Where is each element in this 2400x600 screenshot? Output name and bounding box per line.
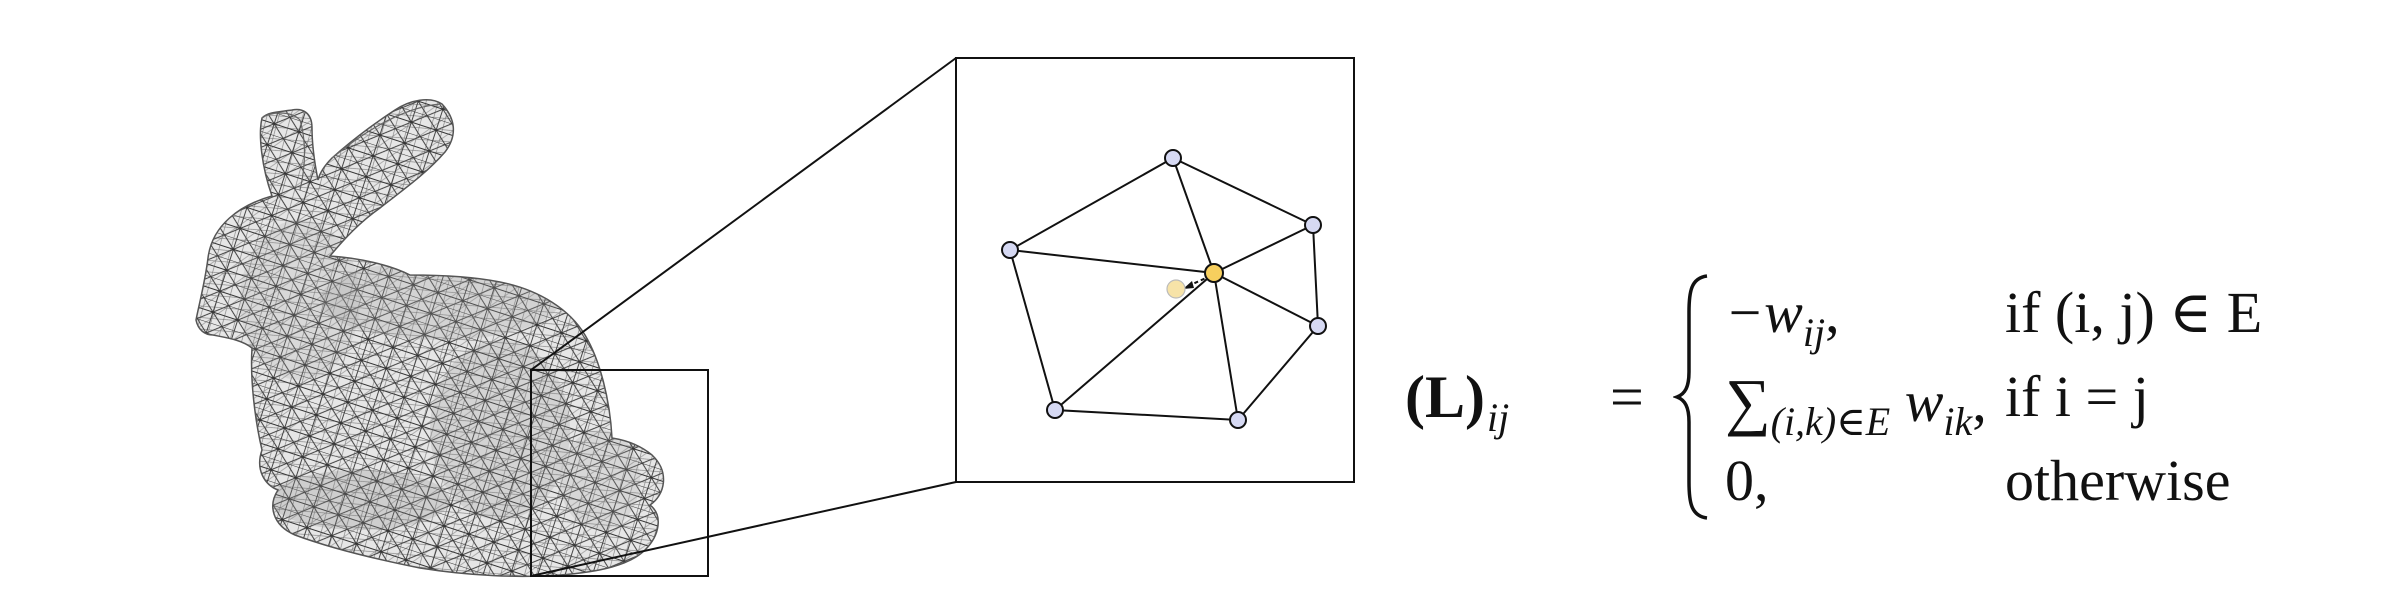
- bunny-mesh-icon: [195, 98, 665, 578]
- vertex-node: [1229, 411, 1247, 429]
- vertex-node: [1164, 149, 1182, 167]
- case-1-value: −wij,: [1725, 280, 1840, 355]
- laplacian-formula: (L)ij = −wij, if (i, j) ∈ E ∑(i,k)∈E wik…: [1405, 272, 2305, 532]
- vertex-node: [1304, 216, 1322, 234]
- vertex-node: [1001, 241, 1019, 259]
- formula-lhs: (L)ij: [1405, 364, 1509, 438]
- equals-sign: =: [1610, 364, 1644, 430]
- lhs-symbol: (L): [1405, 364, 1485, 430]
- vertex-node: [1309, 317, 1327, 335]
- left-brace-icon: [1673, 274, 1708, 520]
- zoom-connector-bottom: [530, 481, 957, 577]
- arrow-head-icon: [1183, 281, 1194, 289]
- zoom-source-box: [530, 369, 709, 577]
- vertex-node: [1046, 401, 1064, 419]
- neighbor-vertices: [1001, 149, 1327, 429]
- center-vertex: [1204, 263, 1224, 283]
- case-2-condition: if i = j: [2005, 364, 2149, 429]
- case-3-value: 0,: [1725, 448, 1769, 513]
- zoom-connector-top: [530, 57, 957, 371]
- case-2-value: ∑(i,k)∈E wik,: [1725, 366, 1987, 444]
- case-1-condition: if (i, j) ∈ E: [2005, 280, 2263, 345]
- lhs-subscript: ij: [1486, 395, 1510, 440]
- case-3-condition: otherwise: [2005, 448, 2231, 513]
- zoom-detail-box: [955, 57, 1355, 483]
- ghost-vertex: [1166, 279, 1186, 299]
